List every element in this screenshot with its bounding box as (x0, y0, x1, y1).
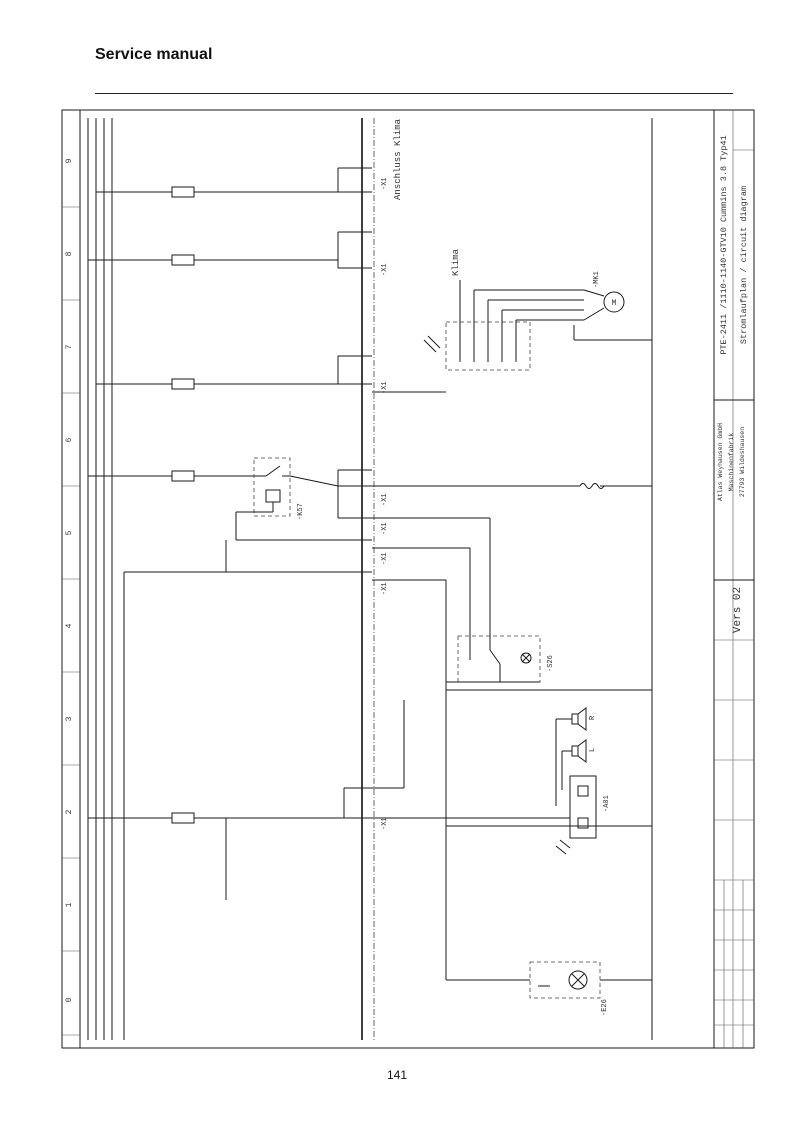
label-s26: -S26 (547, 655, 555, 672)
lamp-e26-symbol (568, 970, 588, 990)
label-speaker-left: L (589, 748, 597, 752)
motor-mk1-glyph: M (612, 299, 617, 308)
column-number-5: 5 (65, 530, 74, 535)
title-block-drawing-subtitle: Stromlaufplan / circuit diagram (739, 186, 749, 344)
label-a01: -A01 (603, 795, 611, 812)
lamp-e26-box (529, 961, 601, 999)
fuse-row-7 (96, 355, 372, 390)
terminal-x1-g: -X1 (381, 582, 389, 595)
relay-k57-contacts (235, 465, 372, 541)
ground-icon (423, 335, 441, 353)
motor-lead-1 (583, 289, 605, 297)
column-number-3: 3 (65, 716, 74, 721)
title-block-company-address: 27793 Wildeshausen (739, 427, 746, 497)
title-block-grid (713, 110, 754, 1048)
page-header-title: Service manual (95, 46, 213, 63)
terminal-x1-a: -X1 (381, 177, 389, 190)
fuse-row-2 (88, 700, 405, 900)
relay-k57-box (253, 457, 291, 517)
label-e26: -E26 (601, 999, 609, 1016)
speaker-right-icon (571, 707, 587, 731)
column-number-1: 1 (65, 902, 74, 907)
label-klima: Klima (451, 248, 461, 276)
column-number-9: 9 (65, 158, 74, 163)
column-number-2: 2 (65, 809, 74, 814)
column-number-8: 8 (65, 251, 74, 256)
terminal-x1-c: -X1 (381, 381, 389, 394)
radio-a01-slot-1 (577, 785, 589, 797)
fuse-row-9 (96, 167, 372, 198)
page-number: 141 (386, 1068, 408, 1082)
label-klima-connection: Anschluss Klima (393, 118, 403, 200)
label-k57: -K57 (297, 503, 305, 520)
title-block-version: Vers 02 (732, 587, 744, 633)
fuse-row-6 (88, 469, 372, 519)
label-speaker-right: R (589, 715, 597, 720)
lamp-e26-cross-2 (571, 973, 585, 987)
heater-coil (579, 483, 605, 489)
left-busbars (87, 118, 113, 1040)
fuse-row-8 (88, 231, 372, 269)
terminal-x1-b: -X1 (381, 263, 389, 276)
signal-lines (123, 391, 652, 1040)
column-number-6: 6 (65, 437, 74, 442)
terminal-x1-d: -X1 (381, 493, 389, 506)
title-block-company-name: Atlas Weyhausen GmbH (717, 423, 724, 501)
column-grid (62, 206, 80, 1036)
column-number-0: 0 (65, 997, 74, 1002)
header-rule (95, 93, 733, 94)
drawing-frame (61, 109, 755, 1049)
terminal-x1-f: -X1 (381, 552, 389, 565)
switch-s26-contacts (446, 636, 540, 683)
column-number-7: 7 (65, 344, 74, 349)
speaker-wiring (555, 718, 572, 806)
title-block-company-line2: Maschinenfabrik (728, 433, 735, 492)
klima-connector-pins (459, 280, 652, 362)
antenna-icon (555, 839, 571, 855)
column-number-4: 4 (65, 623, 74, 628)
title-block-drawing-title: PTE-2411 /1110-1140-GTV10 Cummins 3.8 Ty… (719, 135, 729, 354)
terminal-x1-h: -X1 (381, 817, 389, 830)
terminal-x1-e: -X1 (381, 522, 389, 535)
speaker-left-icon (571, 739, 587, 763)
motor-lead-2 (583, 307, 605, 321)
label-mk1: -MK1 (593, 271, 601, 288)
radio-a01-slot-2 (577, 817, 589, 829)
radio-a01-box (569, 775, 597, 839)
motor-mk1-symbol (603, 291, 625, 313)
